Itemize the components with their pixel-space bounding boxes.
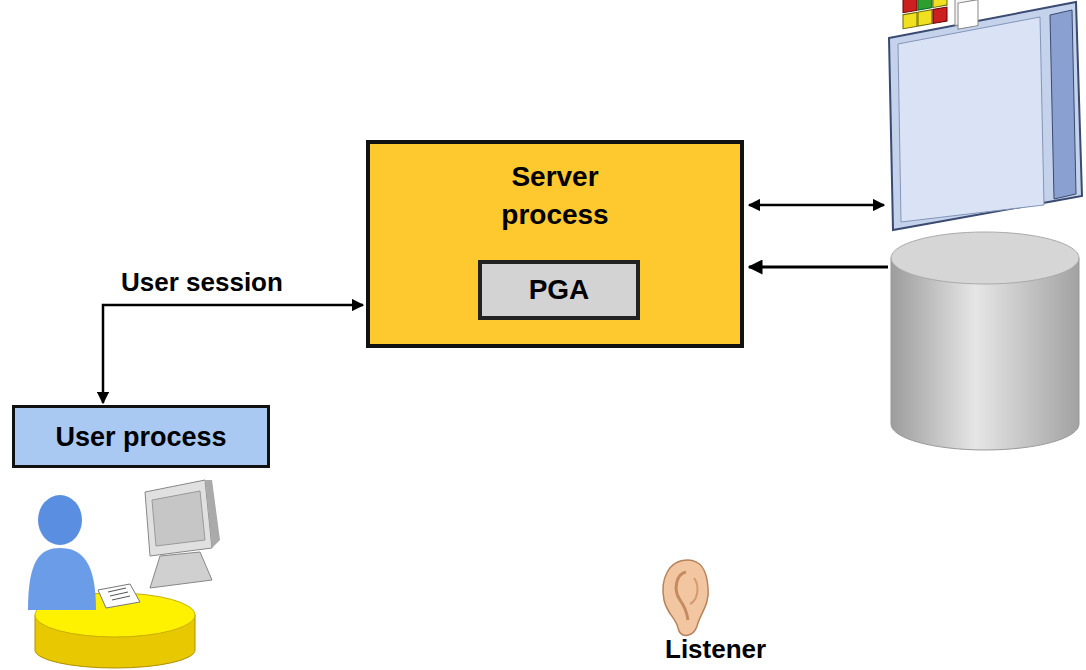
memory-arrow — [749, 204, 884, 207]
listener-label: Listener — [665, 634, 766, 664]
listener-ear — [663, 560, 708, 635]
edge-label: User session — [121, 267, 283, 297]
user-icon — [28, 480, 220, 668]
application-icon — [889, 0, 1082, 230]
process-box: Server processPGA — [366, 140, 744, 348]
box-text: User process — [55, 421, 226, 453]
process-box: User process — [12, 405, 270, 468]
database-cylinder — [891, 232, 1079, 450]
disk-arrow — [749, 266, 888, 269]
box-text: Server process — [480, 158, 630, 234]
box-text: PGA — [529, 274, 590, 306]
memory-box: PGA — [478, 260, 640, 320]
session-connector — [103, 305, 363, 403]
